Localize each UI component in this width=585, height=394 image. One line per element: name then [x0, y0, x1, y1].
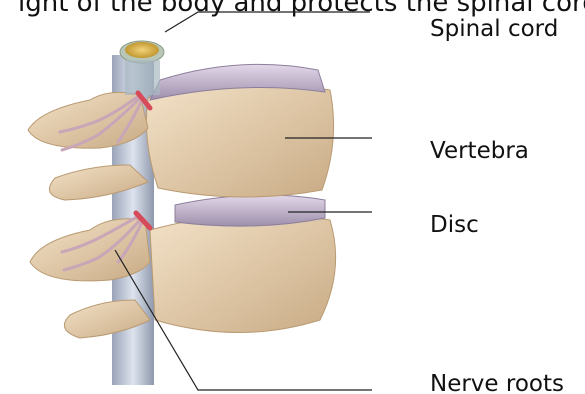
label-nerve-roots: Nerve roots: [430, 370, 564, 394]
upper-vertebra: [28, 64, 334, 200]
spinal-cord: [120, 41, 164, 95]
lower-vertebra: [30, 214, 336, 338]
label-vertebra: Vertebra: [430, 137, 529, 165]
label-spinal-cord: Spinal cord: [430, 15, 558, 43]
leader-line-spinal-cord: [165, 12, 370, 32]
intervertebral-disc: [175, 195, 325, 226]
label-disc: Disc: [430, 211, 479, 239]
